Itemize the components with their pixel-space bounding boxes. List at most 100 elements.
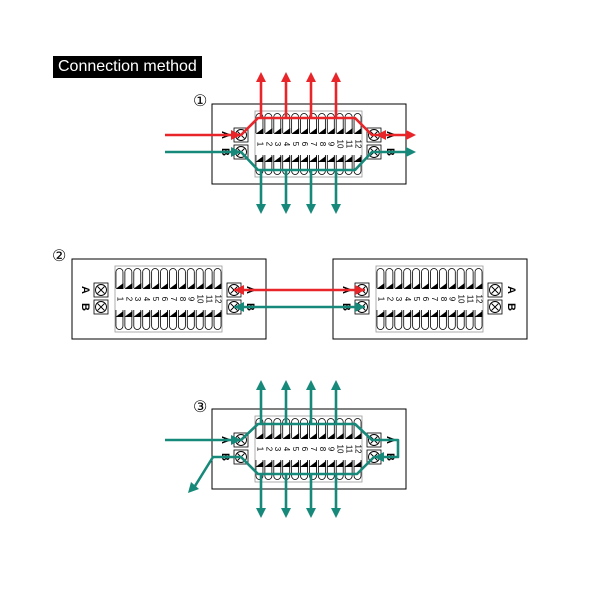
terminal-clip-bottom (403, 310, 412, 330)
arrowhead (331, 380, 341, 390)
terminal-clip-bottom (353, 460, 362, 480)
terminal-lever-top (186, 283, 195, 289)
screw-cross (97, 286, 105, 294)
terminal-number: 6 (160, 297, 169, 302)
arrowhead (355, 302, 365, 312)
terminal-clip-bottom (309, 460, 317, 480)
arrowhead (231, 147, 241, 157)
terminal-lever-bottom (282, 156, 291, 162)
arrowhead (406, 147, 416, 157)
terminal-clip-top (344, 418, 353, 438)
terminal-clip-top (195, 268, 204, 288)
terminal-lever-top (160, 283, 169, 289)
arrowhead (234, 302, 244, 312)
terminal-number: 1 (115, 297, 124, 302)
terminal-number: 8 (318, 447, 327, 452)
terminal-lever-top (465, 283, 474, 289)
terminal-number: 3 (273, 142, 282, 147)
terminal-clip-bottom (300, 460, 308, 480)
terminal-clip-bottom (177, 310, 186, 330)
terminal-number: 7 (309, 142, 318, 147)
terminal-lever-bottom (308, 156, 317, 162)
arrowhead (256, 72, 266, 82)
terminal-lever-top (300, 433, 309, 439)
terminal-lever-top (151, 283, 160, 289)
terminal-clip-top (412, 268, 421, 288)
terminal-lever-bottom (177, 311, 186, 317)
terminal-number: 5 (151, 297, 160, 302)
terminal-number: 8 (178, 297, 187, 302)
wire-teal (165, 422, 400, 487)
terminal-lever-bottom (273, 461, 282, 467)
terminal-lever-bottom (326, 461, 335, 467)
arrowhead (256, 508, 266, 518)
page-title: Connection method (53, 56, 202, 78)
terminal-clip-top (438, 268, 447, 288)
terminal-clip-bottom (160, 310, 168, 330)
terminal-lever-bottom (353, 461, 362, 467)
diagram-marker-3: ③ (193, 399, 207, 416)
terminal-lever-bottom (142, 311, 151, 317)
diagram-marker-1: ① (193, 93, 207, 110)
terminal-clip-bottom (213, 310, 222, 330)
terminal-lever-top (326, 433, 335, 439)
terminal-lever-top (273, 433, 282, 439)
terminal-clip-bottom (124, 310, 133, 330)
terminal-number: 8 (318, 142, 327, 147)
terminal-lever-bottom (429, 311, 438, 317)
terminal-number: 10 (457, 295, 466, 304)
terminal-clip-bottom (186, 310, 195, 330)
terminal-lever-top (195, 283, 204, 289)
terminal-clip-bottom (465, 310, 474, 330)
terminal-clip-bottom (344, 460, 353, 480)
terminal-lever-top (300, 128, 309, 134)
terminal-number: 2 (264, 142, 273, 147)
terminal-lever-bottom (308, 461, 317, 467)
terminal-lever-bottom (344, 156, 353, 162)
arrowhead (331, 204, 341, 214)
terminal-lever-bottom (376, 311, 385, 317)
terminal-clip-top (255, 418, 264, 438)
terminal-lever-bottom (300, 156, 309, 162)
terminal-lever-top (255, 433, 264, 439)
wires (165, 72, 416, 518)
terminal-strip (375, 265, 484, 333)
terminal-number: 5 (291, 447, 300, 452)
terminal-clip-bottom (133, 310, 142, 330)
terminal-clip-top (309, 418, 317, 438)
terminal-number: 1 (376, 297, 385, 302)
terminal-lever-bottom (335, 156, 344, 162)
terminal-lever-bottom (273, 156, 282, 162)
terminal-number: 5 (412, 297, 421, 302)
terminal-lever-top (115, 283, 124, 289)
terminal-lever-bottom (438, 311, 447, 317)
terminal-clip-bottom (195, 310, 204, 330)
terminal-clip-bottom (430, 310, 438, 330)
terminal-clip-top (353, 418, 362, 438)
terminal-clip-bottom (474, 310, 483, 330)
terminal-lever-bottom (474, 311, 483, 317)
terminal-clip-bottom (438, 310, 447, 330)
terminal-lever-top (177, 283, 186, 289)
terminal-number: 9 (327, 447, 336, 452)
terminal-lever-top (474, 283, 483, 289)
terminal-lever-top (308, 433, 317, 439)
terminal-lever-top (335, 128, 344, 134)
arrowhead (256, 204, 266, 214)
terminal-number: 10 (196, 295, 205, 304)
terminal-lever-top (317, 128, 326, 134)
terminal-lever-top (344, 433, 353, 439)
terminal-lever-bottom (264, 156, 273, 162)
arrowhead (256, 380, 266, 390)
arrowhead (231, 130, 241, 140)
terminal-number: 6 (300, 447, 309, 452)
terminal-number: 6 (421, 297, 430, 302)
terminal-clip-top (300, 418, 308, 438)
terminal-strip (254, 415, 363, 483)
terminal-lever-bottom (447, 311, 456, 317)
terminal-number: 4 (282, 447, 291, 452)
terminal-number: 8 (439, 297, 448, 302)
